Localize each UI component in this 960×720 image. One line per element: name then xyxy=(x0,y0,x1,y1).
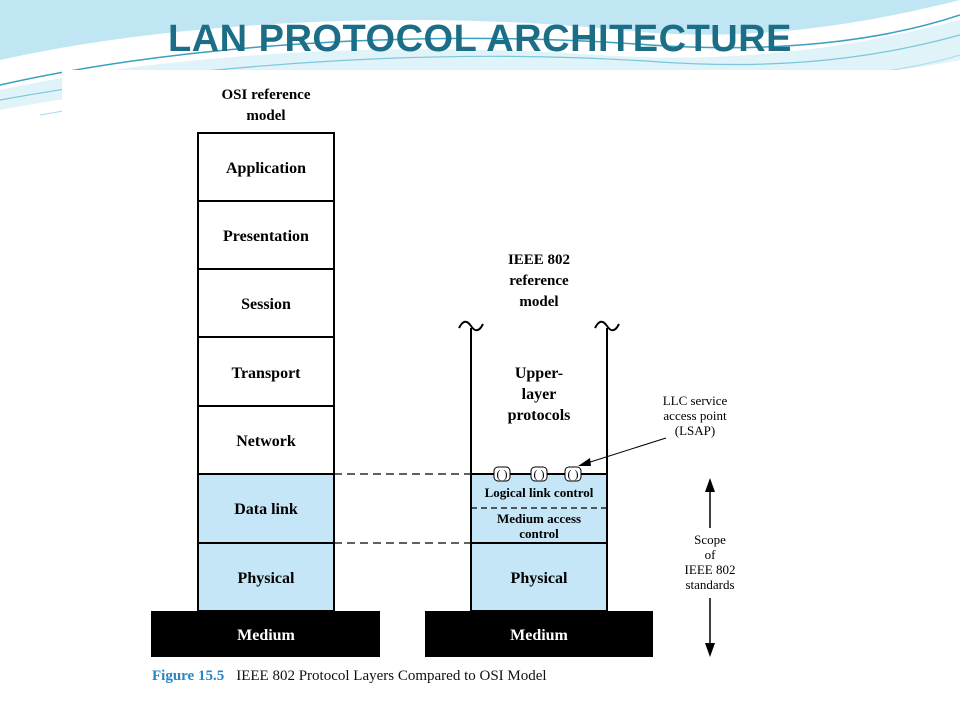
osi-label-physical: Physical xyxy=(238,570,295,587)
osi-label-session: Session xyxy=(241,296,291,313)
scope-label-line-2: of xyxy=(705,547,717,562)
osi-layer-presentation xyxy=(197,200,335,270)
osi-label-network: Network xyxy=(236,433,296,450)
figure-number: Figure 15.5 xyxy=(152,668,225,684)
lsap-label-line-1: LLC service xyxy=(663,393,728,408)
scope-arrowhead-up xyxy=(705,478,715,492)
ieee-medium-label: Medium xyxy=(510,627,568,644)
sap-symbol-2 xyxy=(530,466,548,482)
ieee-heading-line-3: model xyxy=(519,294,558,310)
ieee-medium-block xyxy=(425,611,653,657)
mac-label-line-2: control xyxy=(519,526,559,541)
lsap-arrow-line xyxy=(583,437,667,465)
ieee-heading-line-1: IEEE 802 xyxy=(508,252,570,268)
sap-symbols: ( ) ( ) ( ) xyxy=(493,466,582,482)
sap-symbol-1 xyxy=(493,466,511,482)
ieee-upper-side-lines xyxy=(458,320,620,474)
wave-band-light xyxy=(0,20,960,110)
osi-heading-line-2: model xyxy=(246,108,285,124)
sap-symbol-3 xyxy=(564,466,582,482)
wave-line-1 xyxy=(0,14,960,86)
scope-label-line-4: standards xyxy=(685,577,734,592)
llc-label: Logical link control xyxy=(485,485,594,500)
wave-band-dark xyxy=(0,0,960,60)
osi-label-presentation: Presentation xyxy=(223,228,309,245)
upper-layer-line-2: layer xyxy=(522,386,557,403)
figure-caption: Figure 15.5 IEEE 802 Protocol Layers Comp… xyxy=(152,668,547,685)
osi-layer-data-link xyxy=(197,473,335,544)
osi-heading-line-1: OSI reference xyxy=(222,87,311,103)
osi-layer-physical xyxy=(197,542,335,612)
figure-caption-text: IEEE 802 Protocol Layers Compared to OSI… xyxy=(236,668,547,684)
sap-symbol-text-1: ( ) xyxy=(497,467,508,481)
slide-title: LAN PROTOCOL ARCHITECTURE xyxy=(167,18,793,60)
scope-arrowhead-down xyxy=(705,643,715,657)
scope-label-line-1: Scope xyxy=(694,532,726,547)
osi-layer-session xyxy=(197,268,335,338)
lsap-label-line-2: access point xyxy=(663,408,727,423)
upper-layer-line-3: protocols xyxy=(508,407,571,424)
osi-medium-label: Medium xyxy=(237,627,295,644)
sap-symbol-text-2: ( ) xyxy=(534,467,545,481)
ieee-physical-label: Physical xyxy=(511,570,568,587)
osi-stack xyxy=(197,132,335,612)
upper-layer-line-1: Upper- xyxy=(515,365,563,382)
scope-label-line-3: IEEE 802 xyxy=(685,562,736,577)
osi-label-data-link: Data link xyxy=(234,501,298,518)
osi-layer-transport xyxy=(197,336,335,407)
osi-medium-block xyxy=(151,611,380,657)
ieee-physical-box xyxy=(470,542,608,612)
mac-label-line-1: Medium access xyxy=(497,511,581,526)
osi-label-application: Application xyxy=(226,160,306,177)
osi-layer-network xyxy=(197,405,335,475)
osi-label-transport: Transport xyxy=(231,365,301,382)
lsap-label-line-3: (LSAP) xyxy=(675,423,715,438)
sap-symbol-text-3: ( ) xyxy=(568,467,579,481)
lsap-arrow-head xyxy=(578,458,591,466)
ieee-heading-line-2: reference xyxy=(509,273,569,289)
